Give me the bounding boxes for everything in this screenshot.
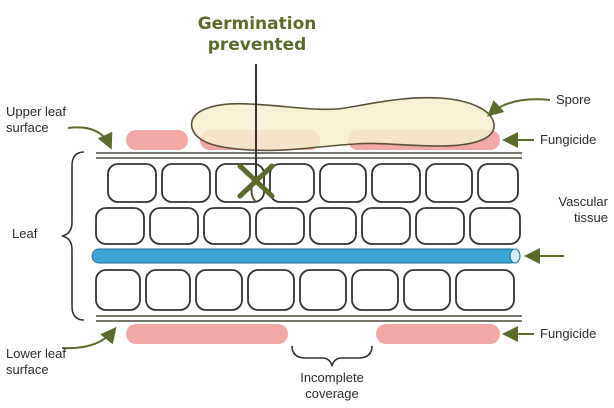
fungicide-bottom-left [126,324,288,344]
vascular-tissue-end [510,249,520,263]
row1-cell [478,164,518,202]
row1-cell [372,164,420,202]
fungicide-bottom-right [376,324,500,344]
row3-cell [456,270,514,310]
row2-cell [96,208,144,244]
incomplete-coverage-brace [292,346,372,366]
label-incomplete-line1: Incomplete [300,370,364,385]
label-upper-leaf-surface-line2: surface [6,120,49,135]
vascular-tissue-bar [92,249,518,263]
label-vascular-line1: Vascular [558,194,608,209]
row2-cell [416,208,464,244]
row1-cell [320,164,366,202]
row3-cell [352,270,398,310]
row2-cell [256,208,304,244]
label-fungicide-top: Fungicide [540,132,596,148]
label-lower-leaf-surface-line1: Lower leaf [6,346,66,361]
row2-cell [204,208,250,244]
spore-shape [192,98,495,151]
row1-cell [426,164,472,202]
label-vascular-line2: tissue [574,210,608,225]
label-upper-leaf-surface-line1: Upper leaf [6,104,66,119]
label-spore: Spore [556,92,591,108]
row2-cell [470,208,520,244]
row2-cell [310,208,356,244]
arrow-lower-leaf-surface [62,330,114,348]
row3-cell [300,270,346,310]
title-line-1: Germination [198,14,317,34]
label-lower-leaf-surface-line2: surface [6,362,49,377]
row2-cell [362,208,410,244]
row3-cell [248,270,294,310]
row2-cell [150,208,198,244]
title-line-2: prevented [208,35,307,55]
label-incomplete-line2: coverage [305,386,358,401]
label-fungicide-bottom: Fungicide [540,326,596,342]
leaf-cells [96,164,520,310]
arrow-upper-leaf-surface [68,127,110,146]
row1-cell [108,164,156,202]
row1-cell [270,164,314,202]
row3-cell [146,270,190,310]
row1-cell [162,164,210,202]
row3-cell [196,270,242,310]
arrow-spore [490,99,550,114]
row3-cell [404,270,450,310]
row3-cell [96,270,140,310]
label-leaf: Leaf [12,226,37,242]
fungicide-top-left [126,130,188,150]
leaf-brace [62,152,84,320]
